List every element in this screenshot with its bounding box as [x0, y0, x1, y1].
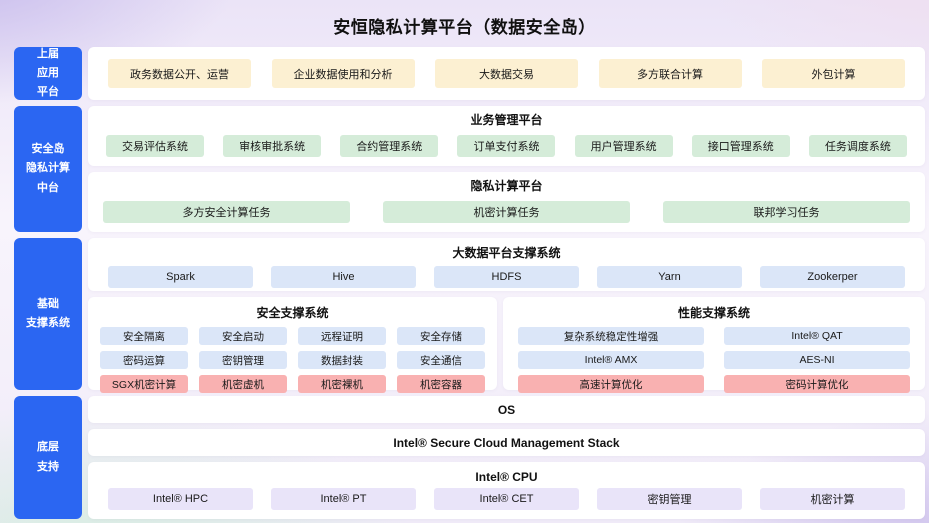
business-platform-row: 交易评估系统 审核审批系统 合约管理系统 订单支付系统 用户管理系统 接口管理系… — [88, 135, 925, 157]
intel-cpu-title: Intel® CPU — [475, 470, 538, 484]
layer-sidebar: 上届 应用 平台 安全岛 隐私计算 中台 基础 支撑系统 底层 支持 — [14, 47, 82, 519]
security-box-sgx-confidential: SGX机密计算 — [100, 375, 188, 393]
app-box-bigdata-trading: 大数据交易 — [435, 59, 578, 88]
performance-row-1: 复杂系统稳定性增强 Intel® QAT — [503, 327, 925, 345]
diagram-main: 政务数据公开、运营 企业数据使用和分析 大数据交易 多方联合计算 外包计算 业务… — [88, 47, 925, 519]
performance-support-title: 性能支撑系统 — [677, 306, 750, 320]
performance-box-intel-amx: Intel® AMX — [518, 351, 704, 369]
sidebar-label-privacy-middle-platform: 安全岛 隐私计算 中台 — [14, 106, 82, 232]
support-systems-row: 安全支撑系统 安全隔离 安全启动 远程证明 安全存储 密码运算 密钥管理 数据封… — [88, 297, 925, 393]
bigdata-box-yarn: Yarn — [597, 266, 742, 288]
performance-row-2: Intel® AMX AES-NI — [503, 351, 925, 369]
privacy-box-federated-learning: 联邦学习任务 — [663, 201, 910, 223]
card-bigdata-support: 大数据平台支撑系统 Spark Hive HDFS Yarn Zookerper — [88, 238, 925, 291]
card-application-layer: 政务数据公开、运营 企业数据使用和分析 大数据交易 多方联合计算 外包计算 — [88, 47, 925, 100]
business-box-contract-mgmt: 合约管理系统 — [340, 135, 439, 157]
privacy-box-mpc-task: 多方安全计算任务 — [103, 201, 350, 223]
card-business-platform: 业务管理平台 交易评估系统 审核审批系统 合约管理系统 订单支付系统 用户管理系… — [88, 106, 925, 166]
privacy-platform-title: 隐私计算平台 — [470, 179, 543, 193]
performance-box-stability: 复杂系统稳定性增强 — [518, 327, 704, 345]
security-box-secure-boot: 安全启动 — [199, 327, 287, 345]
privacy-box-confidential-task: 机密计算任务 — [383, 201, 630, 223]
card-intel-cpu: Intel® CPU Intel® HPC Intel® PT Intel® C… — [88, 462, 925, 519]
performance-box-intel-qat: Intel® QAT — [724, 327, 910, 345]
app-box-gov-data: 政务数据公开、运营 — [108, 59, 251, 88]
app-box-enterprise-data: 企业数据使用和分析 — [271, 59, 415, 88]
cpu-box-intel-pt: Intel® PT — [271, 488, 416, 510]
bigdata-box-hive: Hive — [271, 266, 416, 288]
sidebar-label-base-support: 基础 支撑系统 — [14, 238, 82, 390]
card-os: OS — [88, 396, 925, 423]
security-box-crypto-ops: 密码运算 — [100, 351, 188, 369]
card-security-support: 安全支撑系统 安全隔离 安全启动 远程证明 安全存储 密码运算 密钥管理 数据封… — [88, 297, 497, 393]
business-box-trade-eval: 交易评估系统 — [106, 135, 204, 157]
business-box-order-pay: 订单支付系统 — [457, 135, 556, 157]
performance-box-crypto-optimization: 密码计算优化 — [724, 375, 910, 393]
diagram-layout: 上届 应用 平台 安全岛 隐私计算 中台 基础 支撑系统 底层 支持 政务数据公… — [0, 38, 929, 519]
app-box-outsourced-compute: 外包计算 — [762, 59, 905, 88]
security-box-key-mgmt: 密钥管理 — [199, 351, 287, 369]
business-platform-title: 业务管理平台 — [470, 113, 543, 127]
app-box-multiparty-compute: 多方联合计算 — [598, 59, 742, 88]
security-box-confidential-vm: 机密虚机 — [199, 375, 287, 393]
security-box-isolation: 安全隔离 — [100, 327, 188, 345]
bigdata-box-zookeeper: Zookerper — [760, 266, 905, 288]
cpu-box-key-mgmt: 密钥管理 — [597, 488, 742, 510]
bigdata-box-spark: Spark — [108, 266, 253, 288]
cpu-box-intel-cet: Intel® CET — [434, 488, 579, 510]
page-title: 安恒隐私计算平台（数据安全岛） — [333, 18, 596, 37]
security-box-secure-comm: 安全通信 — [397, 351, 485, 369]
security-box-remote-attestation: 远程证明 — [298, 327, 386, 345]
performance-row-3: 高速计算优化 密码计算优化 — [503, 375, 925, 393]
cpu-box-intel-hpc: Intel® HPC — [108, 488, 253, 510]
security-row-3: SGX机密计算 机密虚机 机密裸机 机密容器 — [88, 375, 497, 393]
bigdata-support-title: 大数据平台支撑系统 — [452, 246, 561, 260]
security-box-confidential-container: 机密容器 — [397, 375, 485, 393]
intel-cpu-row: Intel® HPC Intel® PT Intel® CET 密钥管理 机密计… — [88, 488, 925, 510]
business-box-review-approve: 审核审批系统 — [223, 135, 322, 157]
business-box-api-mgmt: 接口管理系统 — [691, 135, 790, 157]
business-box-user-mgmt: 用户管理系统 — [574, 135, 673, 157]
business-box-task-scheduler: 任务调度系统 — [808, 135, 907, 157]
security-row-1: 安全隔离 安全启动 远程证明 安全存储 — [88, 327, 497, 345]
cpu-box-confidential-compute: 机密计算 — [760, 488, 905, 510]
performance-box-highspeed-optimization: 高速计算优化 — [518, 375, 704, 393]
privacy-platform-row: 多方安全计算任务 机密计算任务 联邦学习任务 — [88, 201, 925, 223]
card-privacy-platform: 隐私计算平台 多方安全计算任务 机密计算任务 联邦学习任务 — [88, 172, 925, 232]
performance-box-aes-ni: AES-NI — [724, 351, 910, 369]
bigdata-support-row: Spark Hive HDFS Yarn Zookerper — [88, 266, 925, 288]
security-box-data-sealing: 数据封装 — [298, 351, 386, 369]
bigdata-box-hdfs: HDFS — [434, 266, 579, 288]
security-support-title: 安全支撑系统 — [256, 306, 329, 320]
sidebar-label-app-layer: 上届 应用 平台 — [14, 47, 82, 100]
security-box-secure-storage: 安全存储 — [397, 327, 485, 345]
card-management-stack: Intel® Secure Cloud Management Stack — [88, 429, 925, 456]
security-box-confidential-baremetal: 机密裸机 — [298, 375, 386, 393]
card-performance-support: 性能支撑系统 复杂系统稳定性增强 Intel® QAT Intel® AMX A… — [503, 297, 925, 393]
security-row-2: 密码运算 密钥管理 数据封装 安全通信 — [88, 351, 497, 369]
sidebar-label-bottom-support: 底层 支持 — [14, 396, 82, 519]
